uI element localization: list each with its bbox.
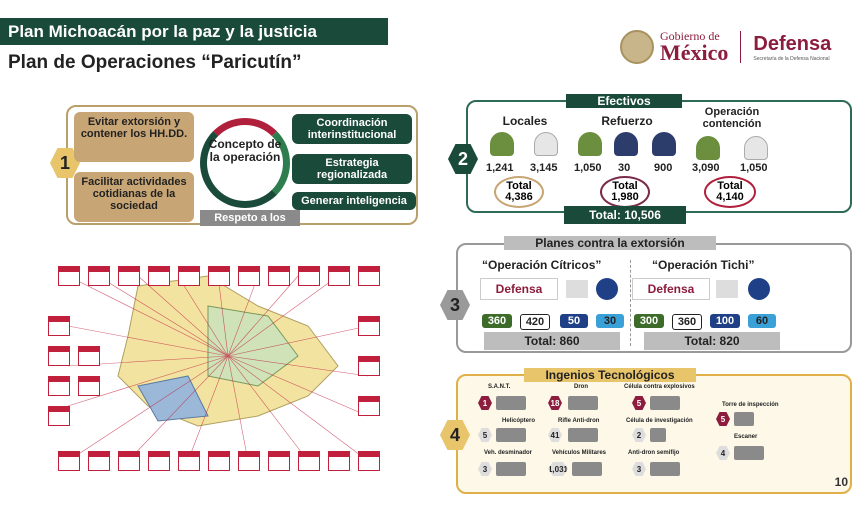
scanner-icon (734, 446, 764, 460)
ops-divider (630, 260, 631, 346)
ingenio-label: Dron (574, 384, 588, 390)
op-tichi-pill-1: 300 (634, 314, 664, 328)
explosives-team-icon (650, 396, 680, 410)
main-title: Plan Michoacán por la paz y la justicia (0, 18, 388, 45)
page-number: 10 (834, 475, 848, 489)
inspection-tower-icon (734, 412, 754, 426)
soldier-icon (696, 136, 720, 160)
ingenio-label: Torre de inspección (722, 402, 779, 408)
soldier-icon (578, 132, 602, 156)
op-tichi-total: Total: 820 (644, 332, 780, 350)
ingenio-count: 18 (548, 396, 562, 410)
op-citricos-pill-3: 50 (560, 314, 588, 328)
contencion-label: Operación contención (702, 106, 762, 130)
police-icon (652, 132, 676, 156)
sant-device-icon (496, 396, 526, 410)
ingenio-label: Escaner (734, 434, 758, 440)
ingenio-count: 3 (478, 462, 492, 476)
ingenio-count: 1 (478, 396, 492, 410)
ingenios-header: Ingenios Tecnológicos (524, 368, 696, 382)
section4-number: 4 (440, 420, 470, 450)
ingenio-label: Célula de investigación (626, 418, 693, 424)
op-tichi-logo: Defensa (632, 278, 710, 300)
strategy-box: Estrategia regionalizada (292, 154, 412, 184)
ingenio-count: 2 (632, 428, 646, 442)
section2-number: 2 (448, 144, 478, 174)
op-citricos-pill-2: 420 (520, 314, 550, 330)
ingenio-label: Veh. desminador (484, 450, 533, 456)
drone-icon (568, 396, 598, 410)
defensa-logo-text: Defensa (753, 32, 832, 55)
coordination-box: Coordinación interinstitucional (292, 114, 412, 144)
op-citricos-total: Total: 860 (484, 332, 620, 350)
op-tichi-name: “Operación Tichi” (652, 258, 755, 272)
ingenio-label: S.A.N.T. (488, 384, 511, 390)
respect-bar: Respeto a los (200, 210, 300, 226)
op-tichi-pill-4: 60 (748, 314, 776, 328)
ingenio-count: 5 (478, 428, 492, 442)
ingenio-label: Vehículos Militares (552, 450, 607, 456)
ingenio-count: 41 (548, 428, 562, 442)
ingenio-label: Anti-dron semifijo (628, 450, 680, 456)
police-badge-icon (748, 278, 770, 300)
ingenio-count: 5 (716, 412, 730, 426)
guard-badge-icon (716, 280, 738, 298)
refuerzo-label: Refuerzo (601, 114, 653, 128)
operation-title: Plan de Operaciones “Paricutín” (8, 52, 302, 73)
ingenio-count: 4 (716, 446, 730, 460)
ingenio-count: 3 (632, 462, 646, 476)
guard-icon (614, 132, 638, 156)
fixed-anti-drone-icon (650, 462, 680, 476)
goal-daily-activities: Facilitar actividades cotidianas de la s… (74, 172, 194, 222)
police-icon (744, 136, 768, 160)
seal-icon (620, 30, 654, 64)
guard-badge-icon (566, 280, 588, 298)
efectivos-grand-total: Total: 10,506 (564, 206, 686, 224)
state-map-graphic (67, 275, 369, 462)
refuerzo-value-2: 30 (618, 162, 631, 174)
helicopter-icon (496, 428, 526, 442)
section3-number: 3 (440, 290, 470, 320)
gobierno-logo: Gobierno de México Defensa Secretaría de… (620, 30, 831, 64)
ingenio-label: Helicóptero (502, 418, 536, 424)
planes-header: Planes contra la extorsión (504, 236, 716, 250)
op-tichi-pill-2: 360 (672, 314, 702, 330)
investigation-team-icon (650, 428, 666, 442)
anti-drone-rifle-icon (568, 428, 598, 442)
intelligence-box: Generar inteligencia (292, 192, 416, 210)
op-citricos-name: “Operación Cítricos” (482, 258, 602, 272)
concept-ring (200, 118, 290, 208)
michoacan-deployment-map (8, 246, 430, 492)
op-citricos-pill-4: 30 (596, 314, 624, 328)
soldier-icon (490, 132, 514, 156)
locales-value-2: 3,145 (530, 162, 558, 174)
gobierno-text: Gobierno de (660, 29, 720, 43)
ingenio-label: Rifle Anti-dron (558, 418, 600, 424)
contencion-value-1: 3,090 (692, 162, 720, 174)
police-badge-icon (596, 278, 618, 300)
mexico-text: México (660, 40, 729, 65)
goal-extortion: Evitar extorsión y contener los HH.DD. (74, 112, 194, 162)
demining-vehicle-icon (496, 462, 526, 476)
locales-value-1: 1,241 (486, 162, 514, 174)
ingenio-label: Célula contra explosivos (624, 384, 695, 390)
refuerzo-value-3: 900 (654, 162, 673, 174)
op-tichi-pill-3: 100 (710, 314, 740, 328)
ingenio-count: 5 (632, 396, 646, 410)
defensa-subtitle: Secretaría de la Defensa Nacional (753, 55, 830, 62)
op-citricos-pill-1: 360 (482, 314, 512, 328)
ingenio-count: 1,031 (548, 462, 568, 476)
concept-label: Concepto de la operación (208, 137, 282, 165)
efectivos-header: Efectivos (566, 94, 682, 108)
police-icon (534, 132, 558, 156)
refuerzo-value-1: 1,050 (574, 162, 602, 174)
op-citricos-logo: Defensa (480, 278, 558, 300)
locales-label: Locales (502, 114, 548, 128)
contencion-value-2: 1,050 (740, 162, 768, 174)
military-vehicles-icon (572, 462, 602, 476)
